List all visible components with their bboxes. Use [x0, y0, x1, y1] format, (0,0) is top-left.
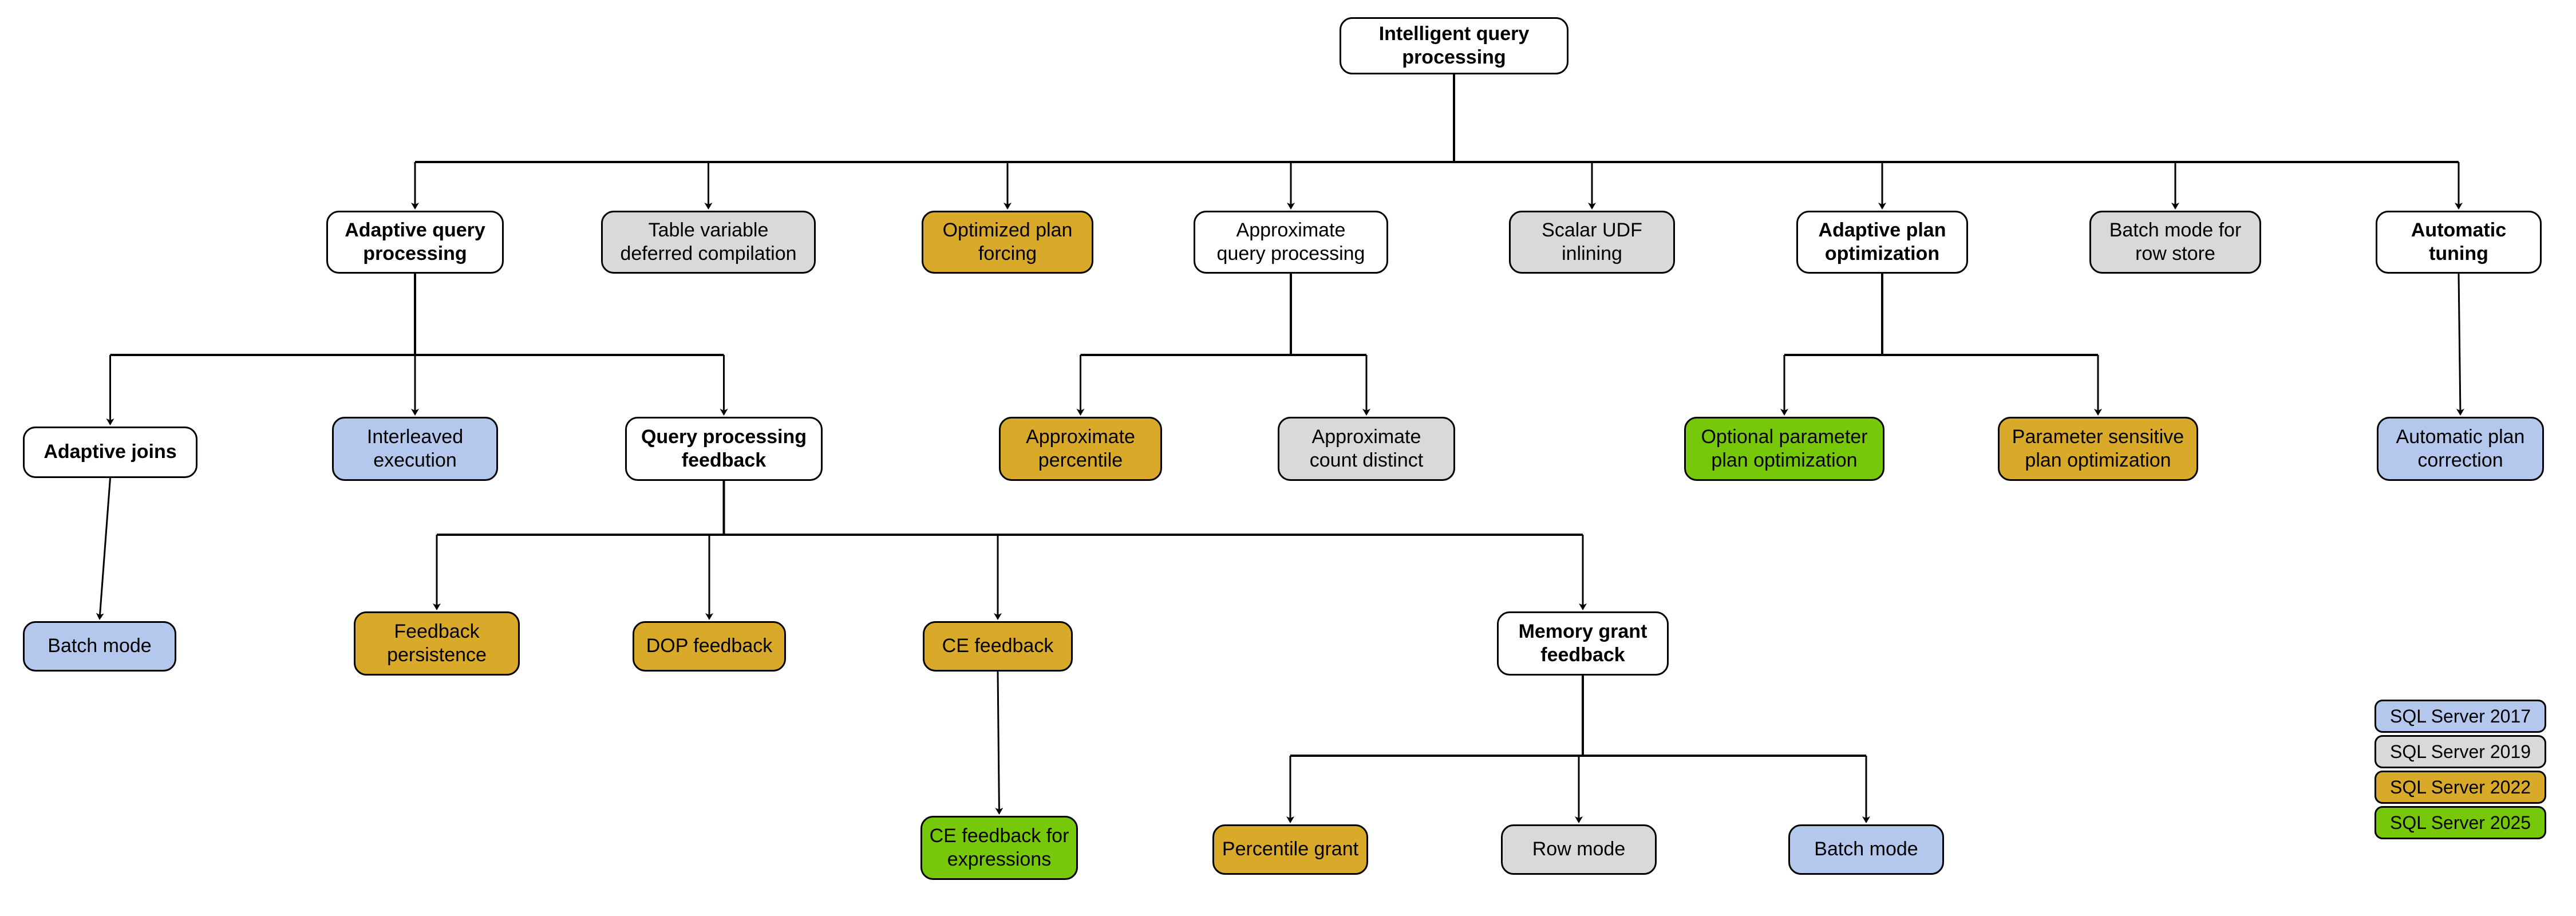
node-row_mode[interactable]: Row mode [1501, 824, 1657, 875]
legend-item-sql-server-2022: SQL Server 2022 [2374, 771, 2546, 804]
legend-item-sql-server-2019: SQL Server 2019 [2374, 735, 2546, 768]
node-percentile_grant[interactable]: Percentile grant [1212, 824, 1368, 875]
node-batch_mode_mgf[interactable]: Batch mode [1788, 824, 1944, 875]
node-ce_feedback[interactable]: CE feedback [923, 621, 1073, 672]
legend-item-sql-server-2017: SQL Server 2017 [2374, 700, 2546, 733]
edge-auto_tuning-to-apc [2456, 273, 2464, 416]
node-adaptive_joins[interactable]: Adaptive joins [23, 427, 197, 478]
node-batch_mode_aj[interactable]: Batch mode [23, 621, 176, 672]
legend-item-sql-server-2025: SQL Server 2025 [2374, 806, 2546, 839]
edge-adaptive_joins-to-batch_mode_aj [96, 477, 111, 620]
node-dop_feedback[interactable]: DOP feedback [633, 621, 786, 672]
edge-ce_feedback-to-ce_expr [995, 671, 1003, 815]
